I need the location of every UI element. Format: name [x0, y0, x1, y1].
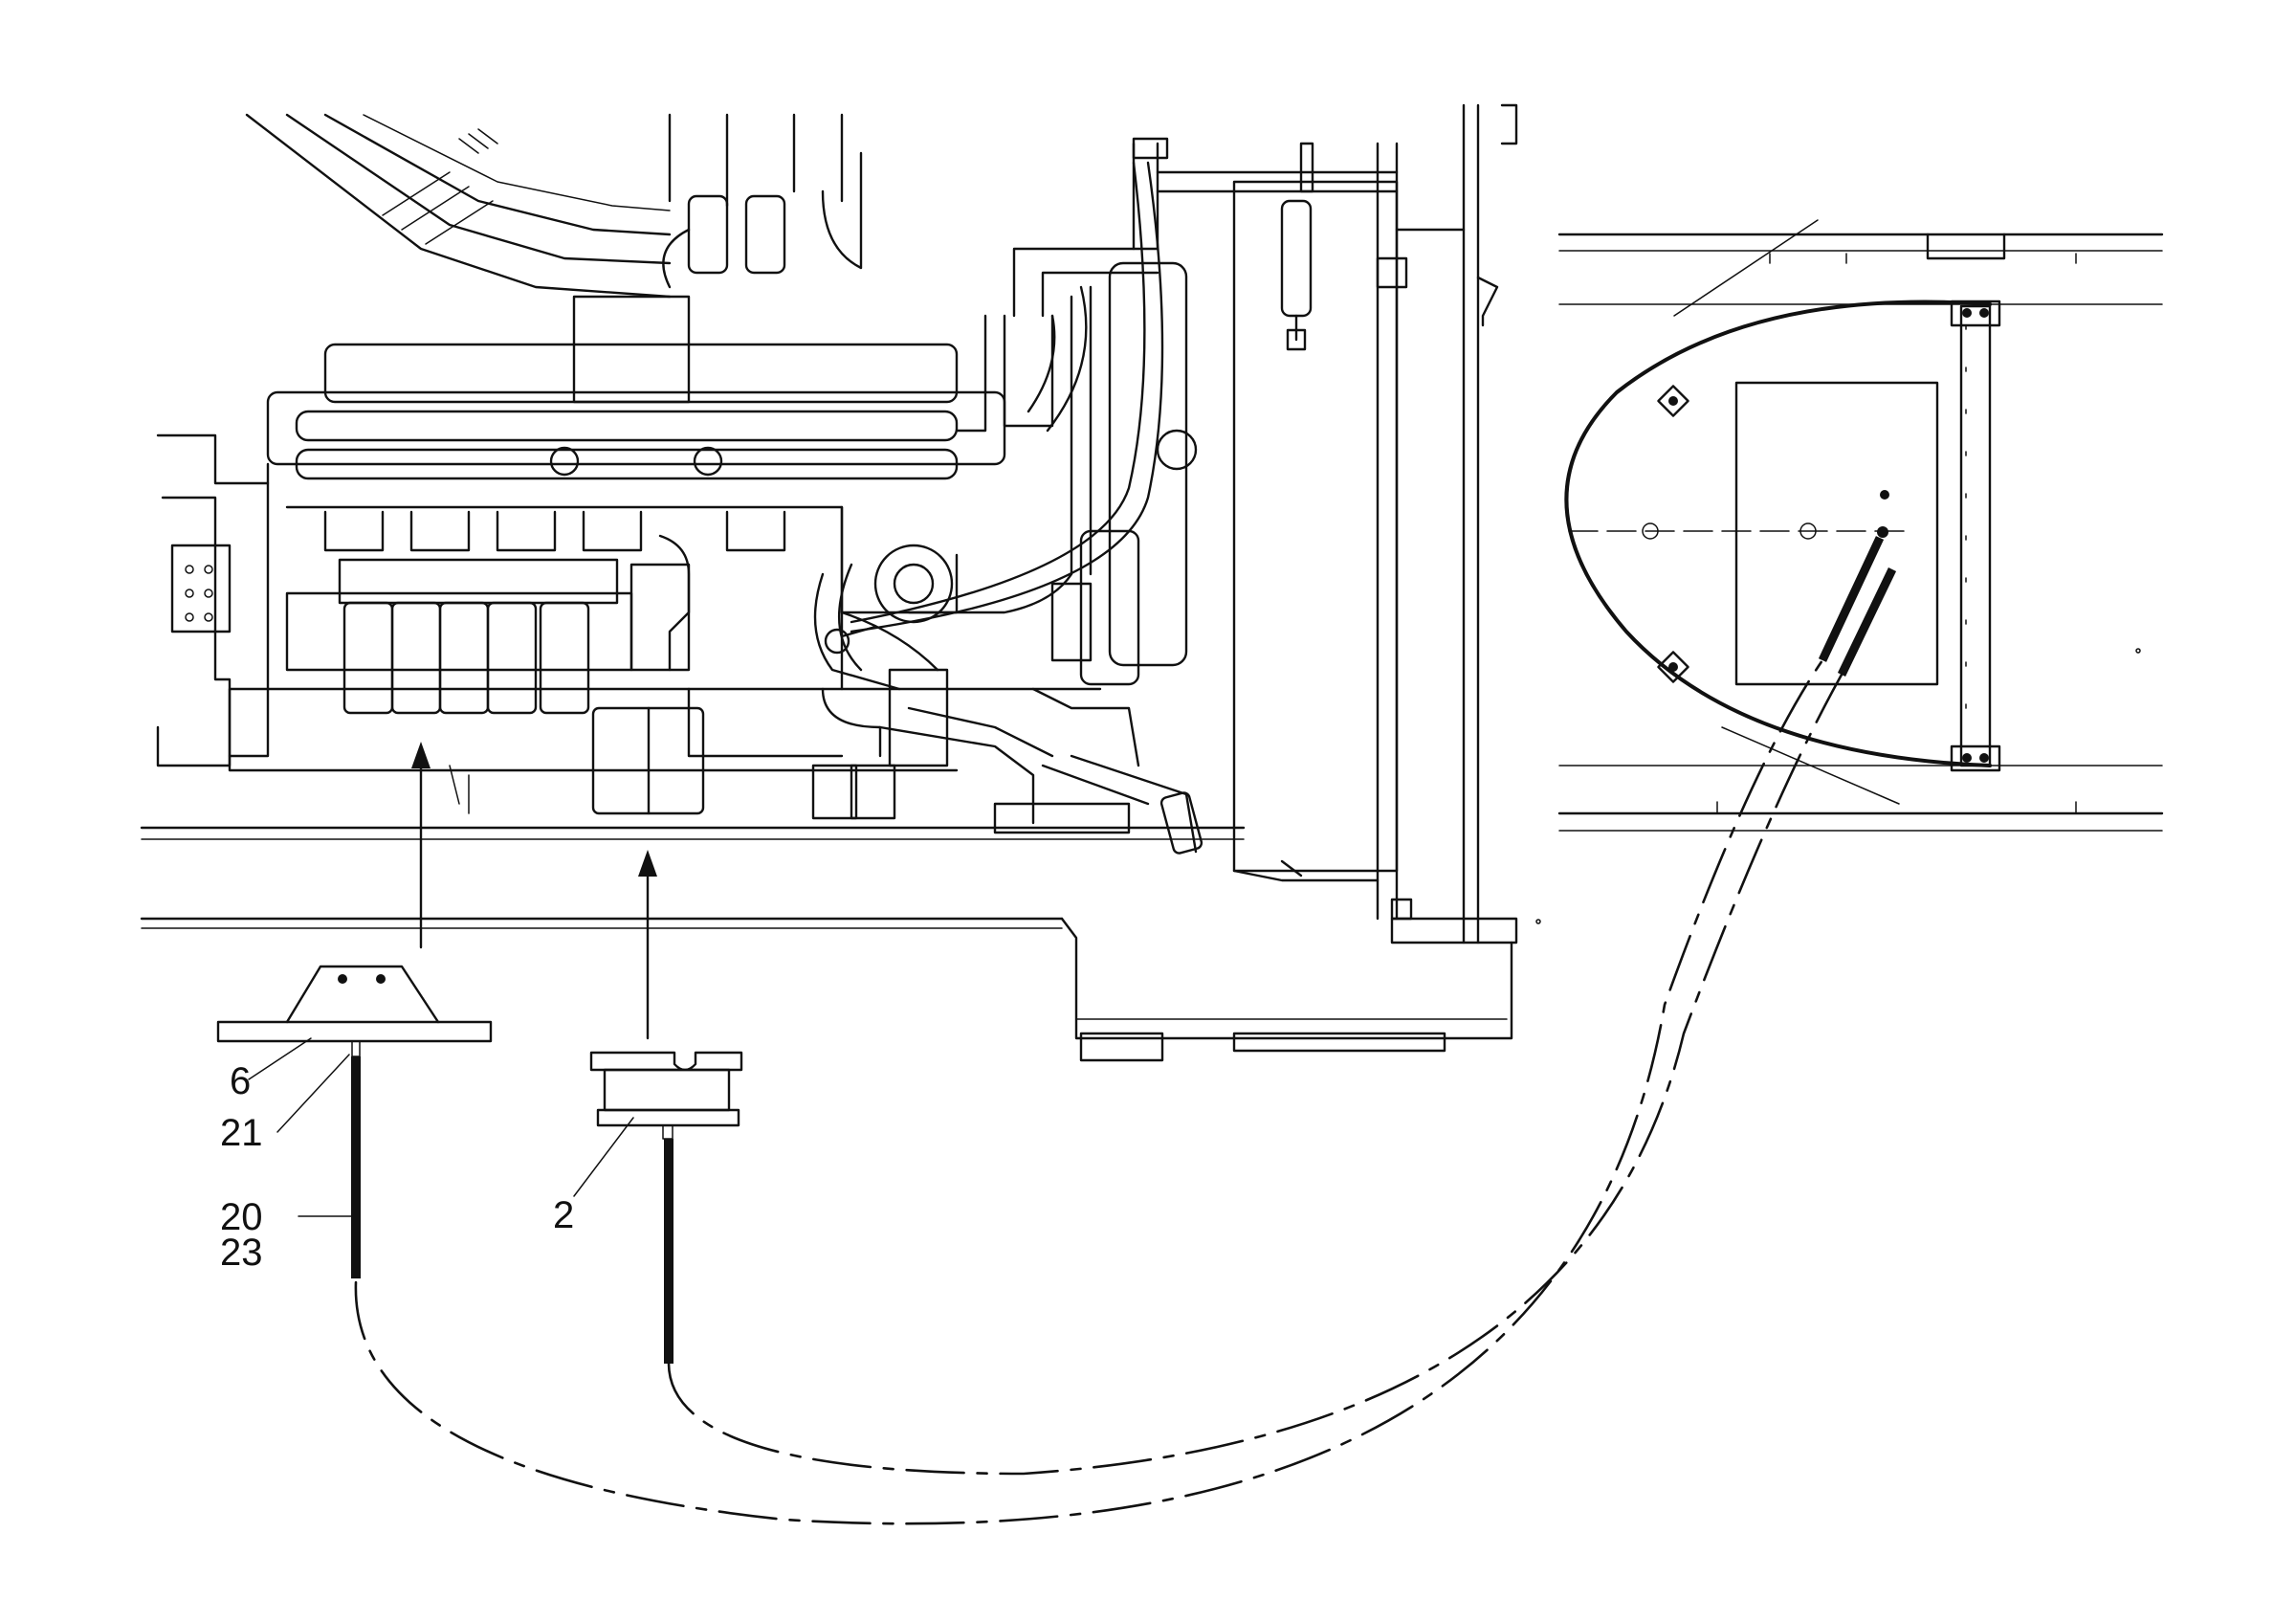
- top-view: [1535, 219, 2164, 924]
- engine-block: [156, 295, 1102, 820]
- engine-mount-center: [573, 1051, 743, 1364]
- sensor-probe-center: [664, 1139, 673, 1364]
- engine-mount-left: [216, 965, 493, 1278]
- callout-21: 21: [220, 1112, 263, 1154]
- sensor-probe-left: [351, 1056, 361, 1278]
- callout-23: 23: [220, 1232, 263, 1274]
- frame-rails: [140, 826, 1518, 1062]
- callout-6: 6: [230, 1060, 251, 1102]
- callout-labels: 6 21 20 23 2: [220, 1060, 574, 1274]
- callout-20: 20: [220, 1196, 263, 1238]
- exhaust-pipes: [245, 113, 863, 299]
- turbo-intake: [813, 137, 1399, 855]
- assembly-arrows: [411, 742, 657, 1040]
- callout-2: 2: [553, 1194, 574, 1236]
- radiator: [1232, 103, 1518, 944]
- arrow-up-icon: [638, 850, 657, 877]
- arrow-up-icon: [411, 742, 430, 768]
- harness-routing: [354, 658, 1843, 1525]
